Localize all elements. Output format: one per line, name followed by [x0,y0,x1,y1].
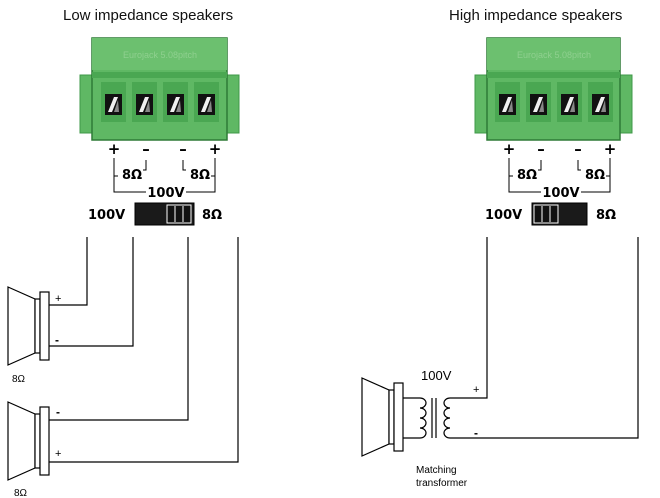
transformer-minus: - [474,426,478,440]
right-terminal-3 [557,82,582,122]
right-connector: Eurojack 5.08pitch [474,37,633,141]
left-volt-label: 100V [147,186,184,201]
left-pin-sign-1: + [108,140,121,158]
left-connector-label: Eurojack 5.08pitch [123,50,197,60]
left-terminal-2 [132,82,157,122]
right-ohm-label-b: 8Ω [585,168,605,183]
left-bracket-lines [113,158,216,193]
left-panel-title: Low impedance speakers [63,7,234,24]
right-bracket-lines [508,158,611,193]
right-volt-label: 100V [542,186,579,201]
right-panel-title: High impedance speakers [449,7,623,24]
left-speaker-1 [7,286,50,366]
right-switch[interactable] [531,202,588,226]
right-connector-label: Eurojack 5.08pitch [517,50,591,60]
left-pin-sign-2: – [142,140,150,158]
left-speaker-2 [7,401,50,481]
left-terminal-4 [194,82,219,122]
transformer-volt-label: 100V [421,368,452,383]
transformer-caption-1: Matching [416,465,457,476]
right-ohm-label-a: 8Ω [517,168,537,183]
right-pin-sign-4: + [604,140,617,158]
left-wires [49,237,239,463]
right-terminal-1 [495,82,520,122]
left-pin-sign-4: + [209,140,222,158]
left-speaker-1-ohm: 8Ω [12,374,26,385]
left-speaker-2-ohm: 8Ω [14,488,28,498]
left-pin-sign-3: – [179,140,187,158]
left-ohm-label-b: 8Ω [190,168,210,183]
left-ohm-label-a: 8Ω [122,168,142,183]
right-pin-sign-3: – [574,140,582,158]
left-switch[interactable] [134,202,195,226]
transformer-icon [403,397,469,439]
left-speaker-2-plus: + [55,448,61,460]
right-pin-sign-1: + [503,140,516,158]
transformer-plus: + [473,384,479,396]
left-speaker-2-minus: - [56,405,60,419]
right-speaker [361,377,404,457]
right-terminal-4 [588,82,613,122]
left-speaker-1-plus: + [55,293,61,305]
right-switch-label-left: 100V [485,208,522,223]
left-terminal-3 [163,82,188,122]
left-speaker-1-minus: - [55,333,59,347]
right-terminal-2 [526,82,551,122]
right-switch-label-right: 8Ω [596,208,616,223]
left-connector: Eurojack 5.08pitch [79,37,240,141]
right-pin-sign-2: – [537,140,545,158]
transformer-caption-2: transformer [416,478,468,489]
left-terminal-1 [101,82,126,122]
left-switch-label-right: 8Ω [202,208,222,223]
right-wires [469,237,639,439]
left-switch-label-left: 100V [88,208,125,223]
